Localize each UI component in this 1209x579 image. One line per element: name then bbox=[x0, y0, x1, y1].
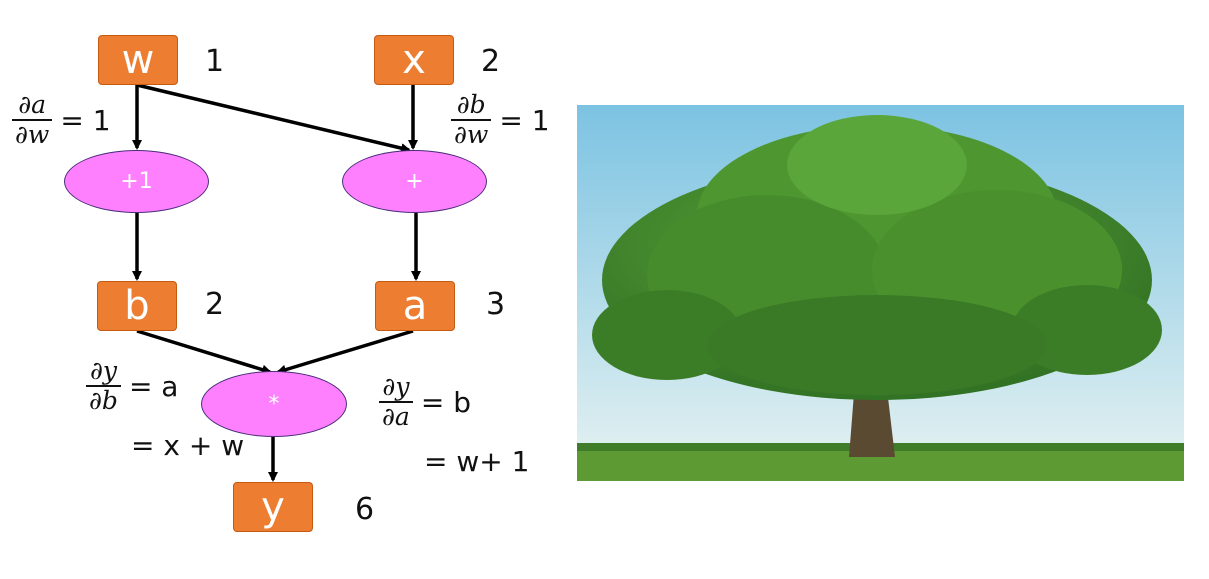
op-multiply: * bbox=[201, 371, 347, 437]
grad-dy-da-num: ∂y bbox=[382, 372, 410, 401]
grad-dy-db-rhs: = a bbox=[128, 369, 179, 403]
value-y: 6 bbox=[355, 492, 375, 527]
grad-dy-db-rhs2: = x + w bbox=[131, 429, 245, 462]
op-plus-one: +1 bbox=[64, 150, 209, 213]
grad-db-dw-den: ∂w bbox=[454, 120, 489, 150]
grad-dy-da-den: ∂a bbox=[382, 402, 410, 432]
edge-a-mul bbox=[276, 329, 414, 375]
grad-dy-da-rhs: = b bbox=[420, 385, 471, 419]
node-a: a bbox=[375, 281, 455, 331]
node-w: w bbox=[98, 35, 178, 85]
grad-dy-da: ∂y∂a = b bbox=[379, 372, 471, 432]
value-a: 3 bbox=[486, 287, 506, 322]
edge-w-plus bbox=[136, 83, 411, 154]
value-w: 1 bbox=[205, 44, 225, 79]
grad-da-dw: ∂a∂w = 1 bbox=[12, 90, 111, 150]
value-b: 2 bbox=[205, 287, 225, 322]
tree-photo bbox=[577, 105, 1184, 481]
grad-db-dw-num: ∂b bbox=[456, 90, 486, 119]
node-b: b bbox=[97, 281, 177, 331]
grad-db-dw: ∂b∂w = 1 bbox=[451, 90, 550, 150]
grad-da-dw-rhs: = 1 bbox=[60, 103, 111, 137]
value-x: 2 bbox=[481, 44, 501, 79]
grad-da-dw-num: ∂a bbox=[18, 90, 47, 119]
grad-dy-da-rhs2: = w+ 1 bbox=[424, 445, 530, 478]
grad-dy-db-den: ∂b bbox=[89, 386, 118, 416]
node-y: y bbox=[233, 482, 313, 532]
grad-da-dw-den: ∂w bbox=[15, 120, 50, 150]
grad-dy-db: ∂y∂b = a bbox=[86, 356, 179, 416]
op-plus: + bbox=[342, 150, 487, 213]
grad-db-dw-rhs: = 1 bbox=[499, 103, 550, 137]
node-x: x bbox=[374, 35, 454, 85]
edge-b-mul bbox=[136, 329, 272, 375]
grad-dy-db-num: ∂y bbox=[89, 356, 117, 385]
